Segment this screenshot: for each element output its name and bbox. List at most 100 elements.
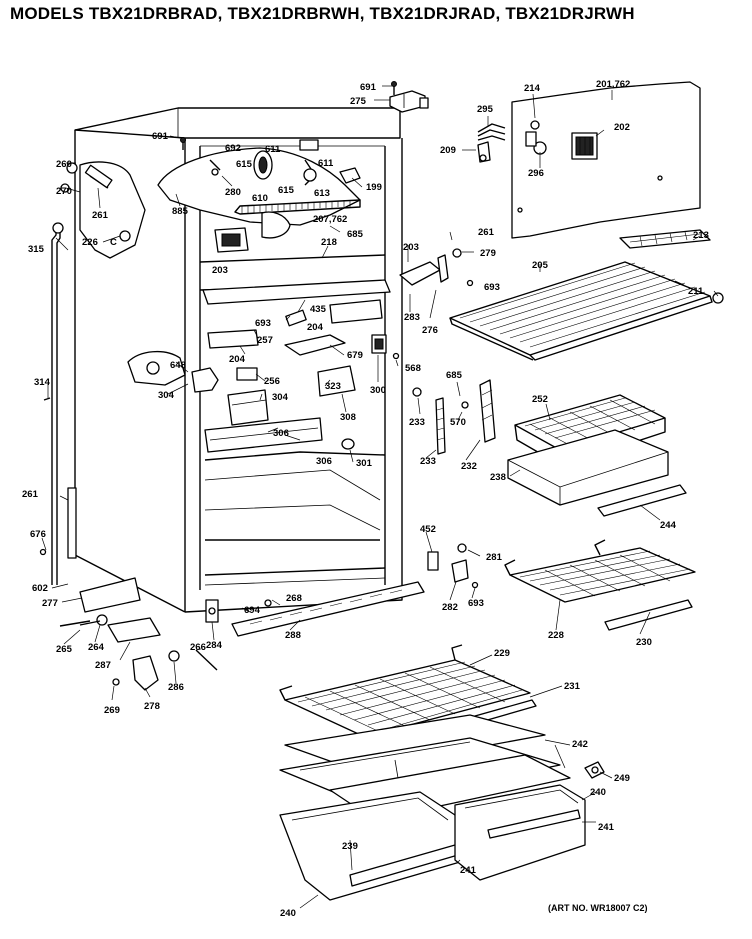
part-label: 295 [477, 104, 494, 115]
part-label: 277 [42, 598, 58, 609]
part-label: 240 [590, 787, 606, 798]
part-label: 280 [225, 187, 241, 198]
part-label: 615 [236, 159, 253, 170]
part-label: 275 [350, 96, 367, 107]
part-label: 264 [88, 642, 105, 653]
part-label: 256 [264, 376, 280, 387]
part-label: 611 [265, 144, 281, 155]
part-label: 213 [693, 230, 709, 241]
part-label: 199 [366, 182, 382, 193]
part-label: 296 [528, 168, 544, 179]
part-label: 261 [22, 489, 39, 500]
part-label: 694 [244, 605, 261, 616]
part-label: 288 [285, 630, 301, 641]
evaporator-coil [214, 199, 361, 253]
art-number: (ART NO. WR18007 C2) [548, 903, 648, 913]
part-label: 257 [257, 335, 273, 346]
freezer-shelf [449, 261, 724, 361]
part-label: 204 [229, 354, 246, 365]
part-label: 613 [314, 188, 330, 199]
part-label: 615 [278, 185, 295, 196]
part-label: 304 [272, 392, 289, 403]
part-label: 244 [660, 520, 677, 531]
part-label: 282 [442, 602, 458, 613]
part-label: 269 [104, 705, 120, 716]
left-side-tube [51, 222, 64, 585]
part-label: 241 [598, 822, 615, 833]
part-label: 611 [318, 158, 334, 169]
part-label: 308 [340, 412, 356, 423]
crisper-drawers [279, 761, 605, 901]
part-label: 693 [468, 598, 484, 609]
part-label: 241 [460, 865, 477, 876]
drawer-slides [412, 379, 496, 455]
part-label: 229 [494, 648, 510, 659]
part-labels: 691 275 214 201,762 295 202 209 296 691 … [22, 79, 709, 919]
part-label: 306 [273, 428, 289, 439]
part-label: 301 [356, 458, 373, 469]
part-label: 240 [280, 908, 296, 919]
ice-tray [619, 229, 711, 249]
fan-motor-assembly [209, 139, 361, 186]
fresh-food-shelf [504, 539, 696, 631]
part-label: 239 [342, 841, 358, 852]
part-label: 279 [480, 248, 496, 259]
part-label: 685 [347, 229, 364, 240]
part-label: 230 [636, 637, 652, 648]
top-hinge [389, 90, 429, 113]
wire-harness [477, 123, 506, 163]
part-label: 249 [614, 773, 630, 784]
shelf-brackets [427, 543, 469, 583]
part-label: 233 [420, 456, 436, 467]
part-label: 300 [370, 385, 386, 396]
part-label: 218 [321, 237, 337, 248]
part-label: 323 [325, 381, 341, 392]
part-label: 284 [206, 640, 223, 651]
part-label: 570 [450, 417, 466, 428]
base-grille [231, 581, 425, 637]
part-label: 211 [688, 286, 704, 297]
part-label: 287 [95, 660, 111, 671]
part-label: 201,762 [596, 79, 630, 90]
part-label: 685 [446, 370, 463, 381]
part-label: 276 [422, 325, 438, 336]
part-label: 207,762 [313, 214, 347, 225]
part-label: 226 [82, 237, 98, 248]
part-label: 676 [30, 529, 46, 540]
part-label: 304 [158, 390, 175, 401]
page-title: MODELS TBX21DRBRAD, TBX21DRBRWH, TBX21DR… [10, 4, 635, 23]
part-label: 270 [56, 186, 72, 197]
control-panel [511, 81, 701, 239]
part-label: 568 [405, 363, 421, 374]
part-label: 648 [170, 360, 186, 371]
part-label: 281 [486, 552, 503, 563]
part-label: 260 [56, 159, 72, 170]
part-label: 205 [532, 260, 549, 271]
part-label: 314 [34, 377, 51, 388]
part-label: 252 [532, 394, 548, 405]
part-label: 232 [461, 461, 477, 472]
part-label: C [110, 237, 117, 248]
freezer-basket [507, 394, 687, 517]
part-label: 306 [316, 456, 332, 467]
part-label: 242 [572, 739, 588, 750]
part-label: 203 [403, 242, 419, 253]
bottom-hinge [59, 577, 219, 691]
part-label: 679 [347, 350, 363, 361]
shelf-rails [202, 248, 462, 397]
part-label: 202 [614, 122, 630, 133]
part-label: 233 [409, 417, 425, 428]
part-label: 691 [152, 131, 169, 142]
part-label: 452 [420, 524, 436, 535]
part-label: 278 [144, 701, 160, 712]
part-label: 238 [490, 472, 506, 483]
part-label: 261 [92, 210, 109, 221]
part-label: 610 [252, 193, 268, 204]
part-label: 214 [524, 83, 541, 94]
part-label: 203 [212, 265, 228, 276]
part-label: 209 [440, 145, 456, 156]
part-label: 204 [307, 322, 324, 333]
part-label: 286 [168, 682, 184, 693]
